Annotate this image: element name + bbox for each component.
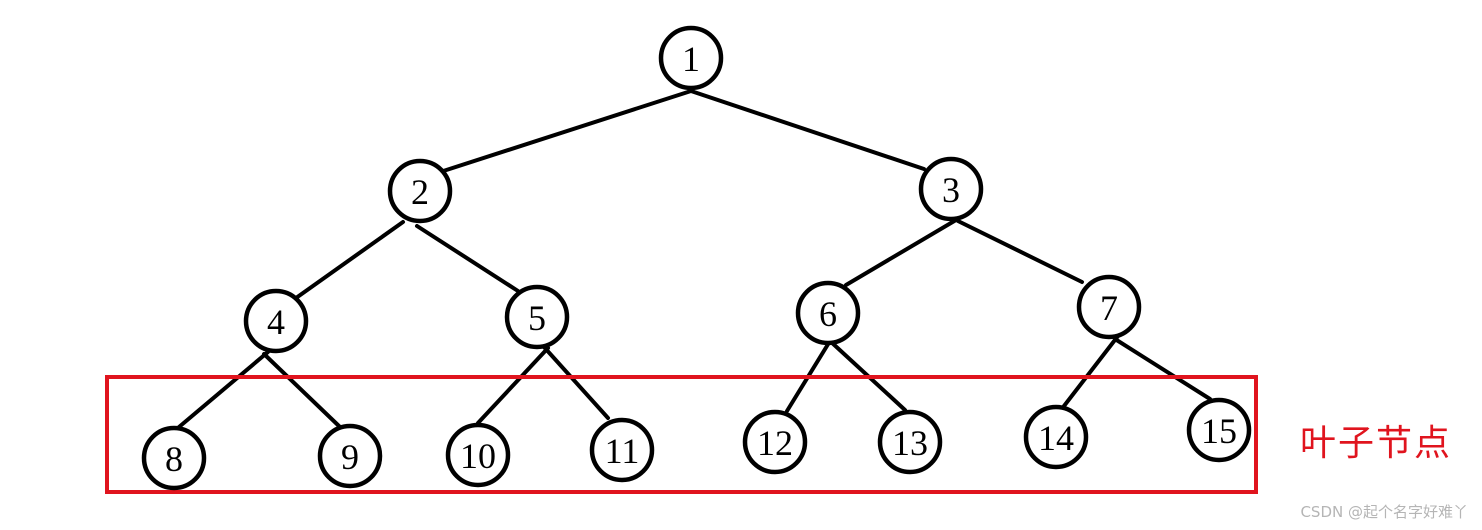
edge-5-10 [476, 346, 550, 425]
node-circle [387, 158, 453, 224]
node-circle [141, 425, 207, 491]
node-label: 13 [892, 423, 928, 463]
leaf-nodes-caption: 叶子节点 [1300, 423, 1453, 464]
node-circle [589, 417, 655, 483]
node-circle [317, 423, 383, 489]
node-circle [445, 422, 511, 488]
edge-1-3 [689, 89, 926, 171]
edge-1-2 [432, 89, 693, 176]
node-circle [658, 25, 724, 91]
edge-2-4 [294, 220, 405, 300]
edge-2-5 [415, 224, 520, 293]
tree-node-8: 8 [141, 425, 207, 491]
node-circle [1023, 404, 1089, 470]
edge-7-14 [1062, 334, 1120, 408]
node-label: 1 [682, 39, 700, 79]
edge-3-7 [956, 219, 1084, 284]
node-label: 2 [411, 172, 429, 212]
tree-node-3: 3 [918, 156, 984, 222]
tree-node-9: 9 [317, 423, 383, 489]
csdn-watermark: CSDN @起个名字好难丫 [1300, 503, 1468, 521]
node-label: 15 [1201, 411, 1237, 451]
leaf-nodes-highlight-box [105, 375, 1258, 494]
tree-node-14: 14 [1023, 404, 1089, 470]
tree-node-5: 5 [504, 284, 570, 350]
tree-node-2: 2 [387, 158, 453, 224]
edge-7-15 [1113, 337, 1212, 401]
edge-3-6 [844, 218, 958, 287]
edge-4-9 [262, 352, 342, 429]
node-label: 9 [341, 437, 359, 477]
tree-node-6: 6 [795, 280, 861, 346]
node-circle [742, 409, 808, 475]
tree-node-11: 11 [589, 417, 655, 483]
node-circle [918, 156, 984, 222]
tree-node-13: 13 [877, 409, 943, 475]
node-circle [1076, 274, 1142, 340]
node-circle [504, 284, 570, 350]
node-label: 5 [528, 298, 546, 338]
node-circle [243, 288, 309, 354]
tree-node-4: 4 [243, 288, 309, 354]
tree-node-10: 10 [445, 422, 511, 488]
node-label: 3 [942, 170, 960, 210]
tree-node-12: 12 [742, 409, 808, 475]
edge-4-8 [177, 350, 270, 429]
node-label: 8 [165, 439, 183, 479]
node-label: 6 [819, 294, 837, 334]
tree-node-7: 7 [1076, 274, 1142, 340]
node-label: 4 [267, 302, 285, 342]
tree-node-15: 15 [1186, 397, 1252, 463]
node-label: 10 [460, 436, 496, 476]
node-circle [1186, 397, 1252, 463]
node-label: 12 [757, 423, 793, 463]
node-label: 11 [605, 431, 640, 471]
node-label: 14 [1038, 418, 1074, 458]
edge-5-11 [542, 345, 610, 420]
node-circle [877, 409, 943, 475]
node-label: 7 [1100, 288, 1118, 328]
node-circle [795, 280, 861, 346]
tree-node-1: 1 [658, 25, 724, 91]
tree-edges [177, 89, 1212, 429]
